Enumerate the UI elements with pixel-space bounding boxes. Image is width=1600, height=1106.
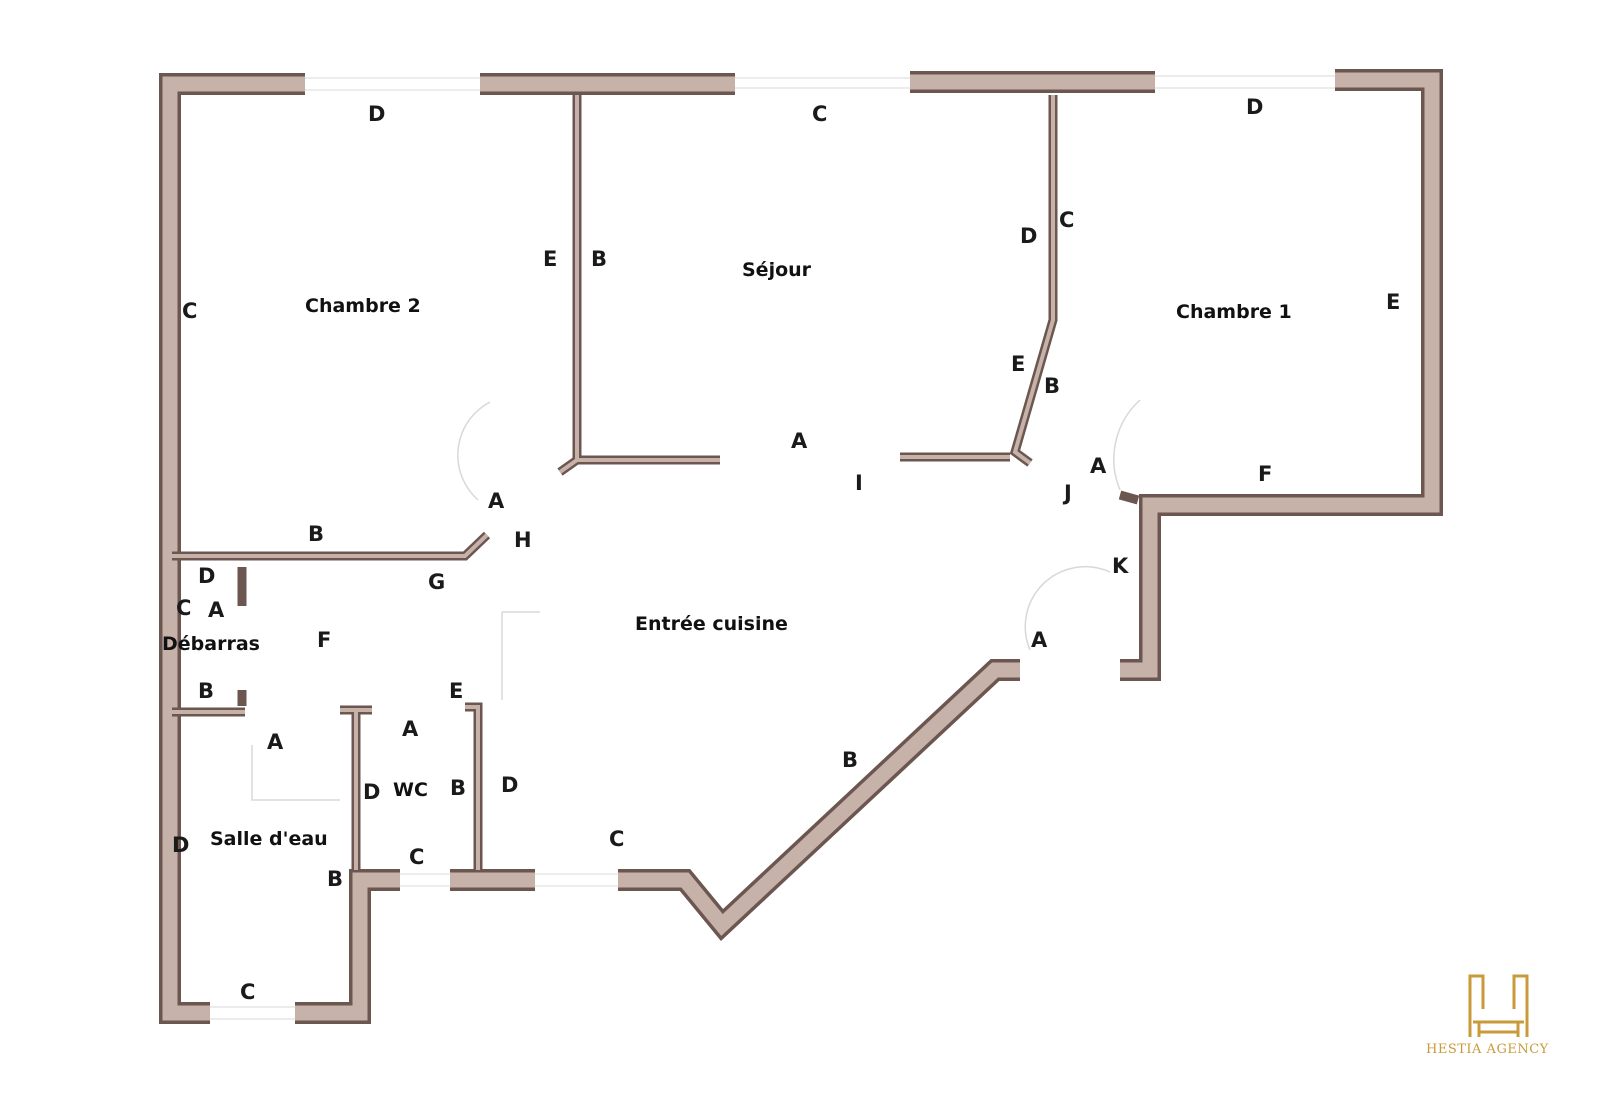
wall-label: A: [488, 489, 505, 513]
wall-label: D: [368, 102, 385, 126]
wall-label: C: [182, 299, 197, 323]
wall-label: D: [1246, 95, 1263, 119]
exterior-walls: [159, 69, 1443, 1024]
wall-label: C: [176, 596, 191, 620]
room-debarras: Débarras: [162, 633, 260, 655]
wall-label: E: [1011, 352, 1025, 376]
wall-label: B: [1044, 374, 1060, 398]
wall-label: A: [1031, 628, 1048, 652]
wall-label: A: [267, 730, 284, 754]
hestia-logo-icon: [1468, 974, 1529, 1037]
room-salle-deau: Salle d'eau: [210, 828, 328, 850]
wall-label: H: [514, 528, 532, 552]
wall-label: D: [198, 564, 215, 588]
wall-label: A: [208, 598, 225, 622]
wall-label: D: [172, 833, 189, 857]
wall-label: B: [327, 867, 343, 891]
wall-label: C: [1059, 208, 1074, 232]
wall-label: I: [855, 471, 863, 495]
wall-label: B: [198, 679, 214, 703]
room-chambre-2: Chambre 2: [305, 295, 421, 317]
wall-label: A: [791, 429, 808, 453]
wall-label: B: [450, 776, 466, 800]
wall-label: K: [1112, 554, 1129, 578]
wall-label: F: [1258, 462, 1272, 486]
room-wc: WC: [393, 779, 428, 801]
wall-label: B: [591, 247, 607, 271]
wall-label: A: [402, 717, 419, 741]
room-sejour: Séjour: [742, 259, 812, 281]
wall-label: C: [609, 827, 624, 851]
wall-label: D: [1020, 224, 1037, 248]
wall-label: E: [449, 679, 463, 703]
interior-walls: [172, 95, 1140, 870]
wall-label: J: [1062, 481, 1072, 505]
logo-text: HESTIA AGENCY: [1426, 1042, 1549, 1057]
wall-label: C: [409, 845, 424, 869]
wall-label: B: [842, 748, 858, 772]
windows: [210, 75, 1335, 1020]
wall-label: D: [501, 773, 518, 797]
wall-label: E: [543, 247, 557, 271]
door-swings: [251, 399, 1141, 801]
wall-label: E: [1386, 290, 1400, 314]
wall-label: F: [317, 628, 331, 652]
wall-labels: D C E B B C D E A C D E B F A A H I J K …: [172, 95, 1400, 1004]
wall-label: D: [363, 780, 380, 804]
room-entree-cuisine: Entrée cuisine: [635, 613, 788, 635]
wall-label: C: [240, 980, 255, 1004]
wall-label: B: [308, 522, 324, 546]
wall-label: C: [812, 102, 827, 126]
room-chambre-1: Chambre 1: [1176, 301, 1292, 323]
wall-label: G: [428, 570, 445, 594]
wall-label: A: [1090, 454, 1107, 478]
